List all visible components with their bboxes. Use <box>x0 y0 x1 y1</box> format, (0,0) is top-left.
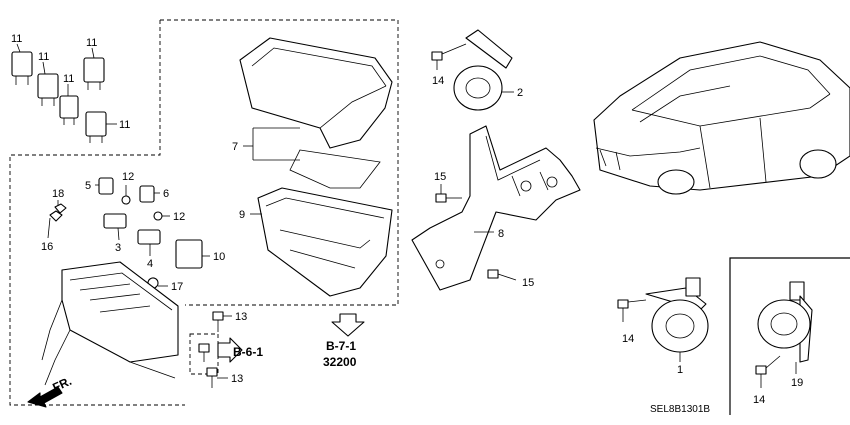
label-part-9: 9 <box>239 209 245 221</box>
diagram-code: SEL8B1301B <box>650 404 710 415</box>
label-part-13b: 13 <box>231 373 243 385</box>
label-part-10: 10 <box>213 251 225 263</box>
ref-32200: 32200 <box>323 355 357 369</box>
label-part-3: 3 <box>115 242 121 254</box>
label-part-18: 18 <box>52 188 64 200</box>
label-relay-11d: 11 <box>86 37 97 49</box>
front-arrow-icon <box>27 386 63 408</box>
label-part-1: 1 <box>677 364 683 376</box>
horn-lower-19 <box>755 281 813 388</box>
label-part-15b: 15 <box>522 277 534 289</box>
label-part-8: 8 <box>498 228 504 240</box>
label-part-12b: 12 <box>173 211 185 223</box>
group-boundary-horn <box>729 257 850 415</box>
label-relay-11e: 11 <box>119 119 130 131</box>
label-part-16: 16 <box>41 241 53 253</box>
label-part-15a: 15 <box>434 171 446 183</box>
label-relay-11a: 11 <box>11 33 22 45</box>
label-part-12a: 12 <box>122 171 134 183</box>
bracket-8 <box>411 125 581 291</box>
label-relay-11b: 11 <box>38 51 49 63</box>
label-part-7: 7 <box>232 141 238 153</box>
label-relay-11c: 11 <box>63 73 74 85</box>
label-part-6: 6 <box>163 188 169 200</box>
horn-upper <box>431 29 514 111</box>
group-boundary-box <box>160 19 399 306</box>
small-parts <box>47 177 210 291</box>
ref-arrow-down-icon <box>331 313 365 337</box>
bolts-13 <box>189 311 243 388</box>
horn-lower-1 <box>617 277 709 362</box>
ref-fr: FR. <box>50 374 73 395</box>
box-case-9 <box>250 187 393 297</box>
label-part-19: 19 <box>791 377 803 389</box>
label-part-2: 2 <box>517 87 523 99</box>
ref-b-6-1: B-6-1 <box>233 345 263 359</box>
label-part-14a: 14 <box>432 75 444 87</box>
label-part-13a: 13 <box>235 311 247 323</box>
box-cover-7 <box>239 37 393 189</box>
relay-group <box>11 43 117 143</box>
fuse-box-main <box>41 261 179 386</box>
ref-b-7-1: B-7-1 <box>326 339 356 353</box>
label-part-17: 17 <box>171 281 183 293</box>
label-part-14c: 14 <box>753 394 765 406</box>
label-part-14b: 14 <box>622 333 634 345</box>
label-part-4: 4 <box>147 258 153 270</box>
car-illustration <box>593 41 850 195</box>
label-part-5: 5 <box>85 180 91 192</box>
